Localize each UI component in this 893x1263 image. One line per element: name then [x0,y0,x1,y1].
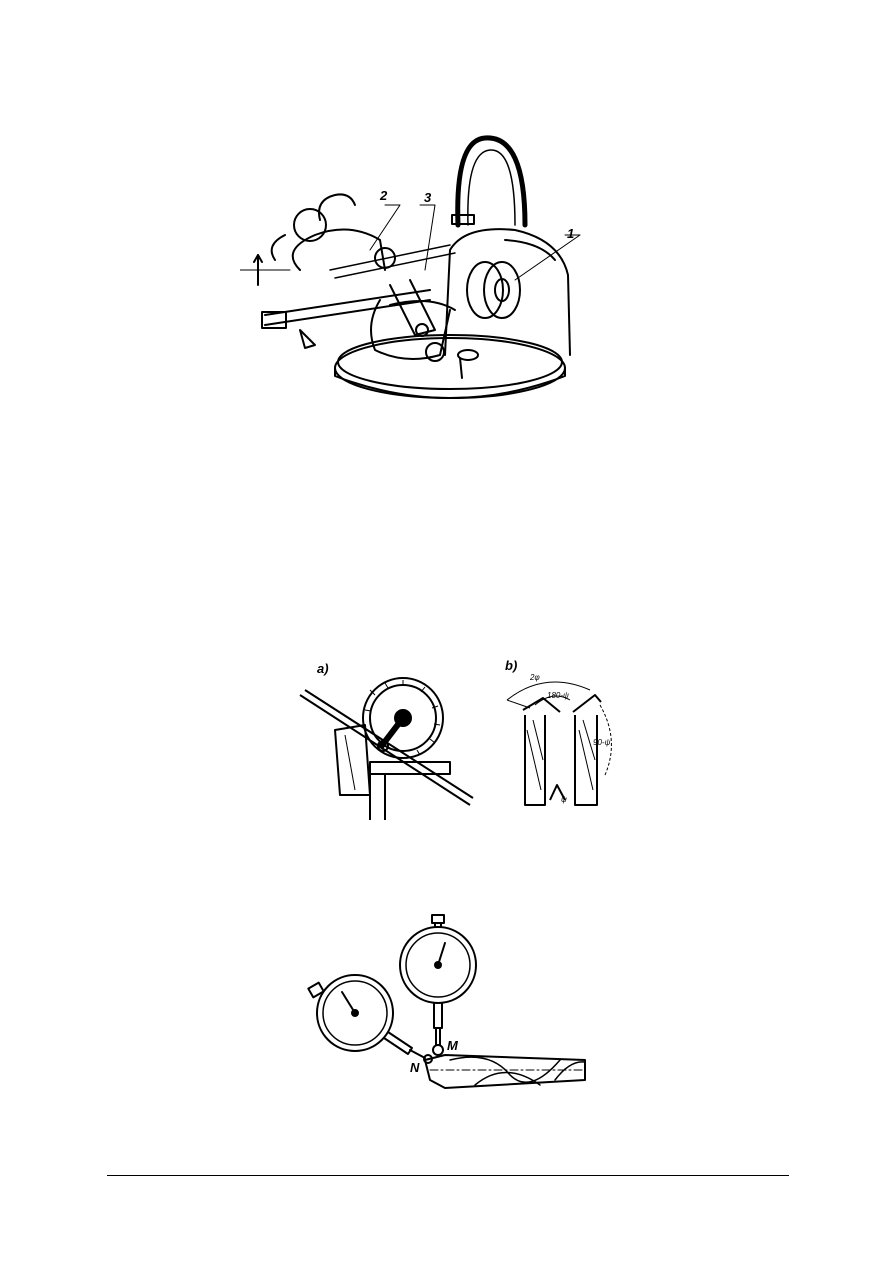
panel-a-label: a) [317,661,329,676]
callout-3: 3 [424,190,432,205]
figure-drill-grinder: 2 3 1 [240,135,581,399]
callout-1: 1 [567,226,574,241]
label-2phi: 2φ [529,673,540,682]
footer-rule [107,1175,789,1176]
label-180-psi: 180-ψ [547,691,569,700]
figure-angle-measurement: a) b) 2φ 180-ψ 90-ψ ψ [299,658,612,820]
panel-b-label: b) [505,658,517,673]
panel-a [299,677,474,820]
figure-dial-indicators: M N [307,914,586,1089]
label-N: N [410,1060,420,1075]
label-90-psi: 90-ψ [593,738,611,747]
callout-2: 2 [379,188,388,203]
label-psi: ψ [561,795,567,804]
label-M: M [447,1038,459,1053]
panel-b [506,681,612,806]
